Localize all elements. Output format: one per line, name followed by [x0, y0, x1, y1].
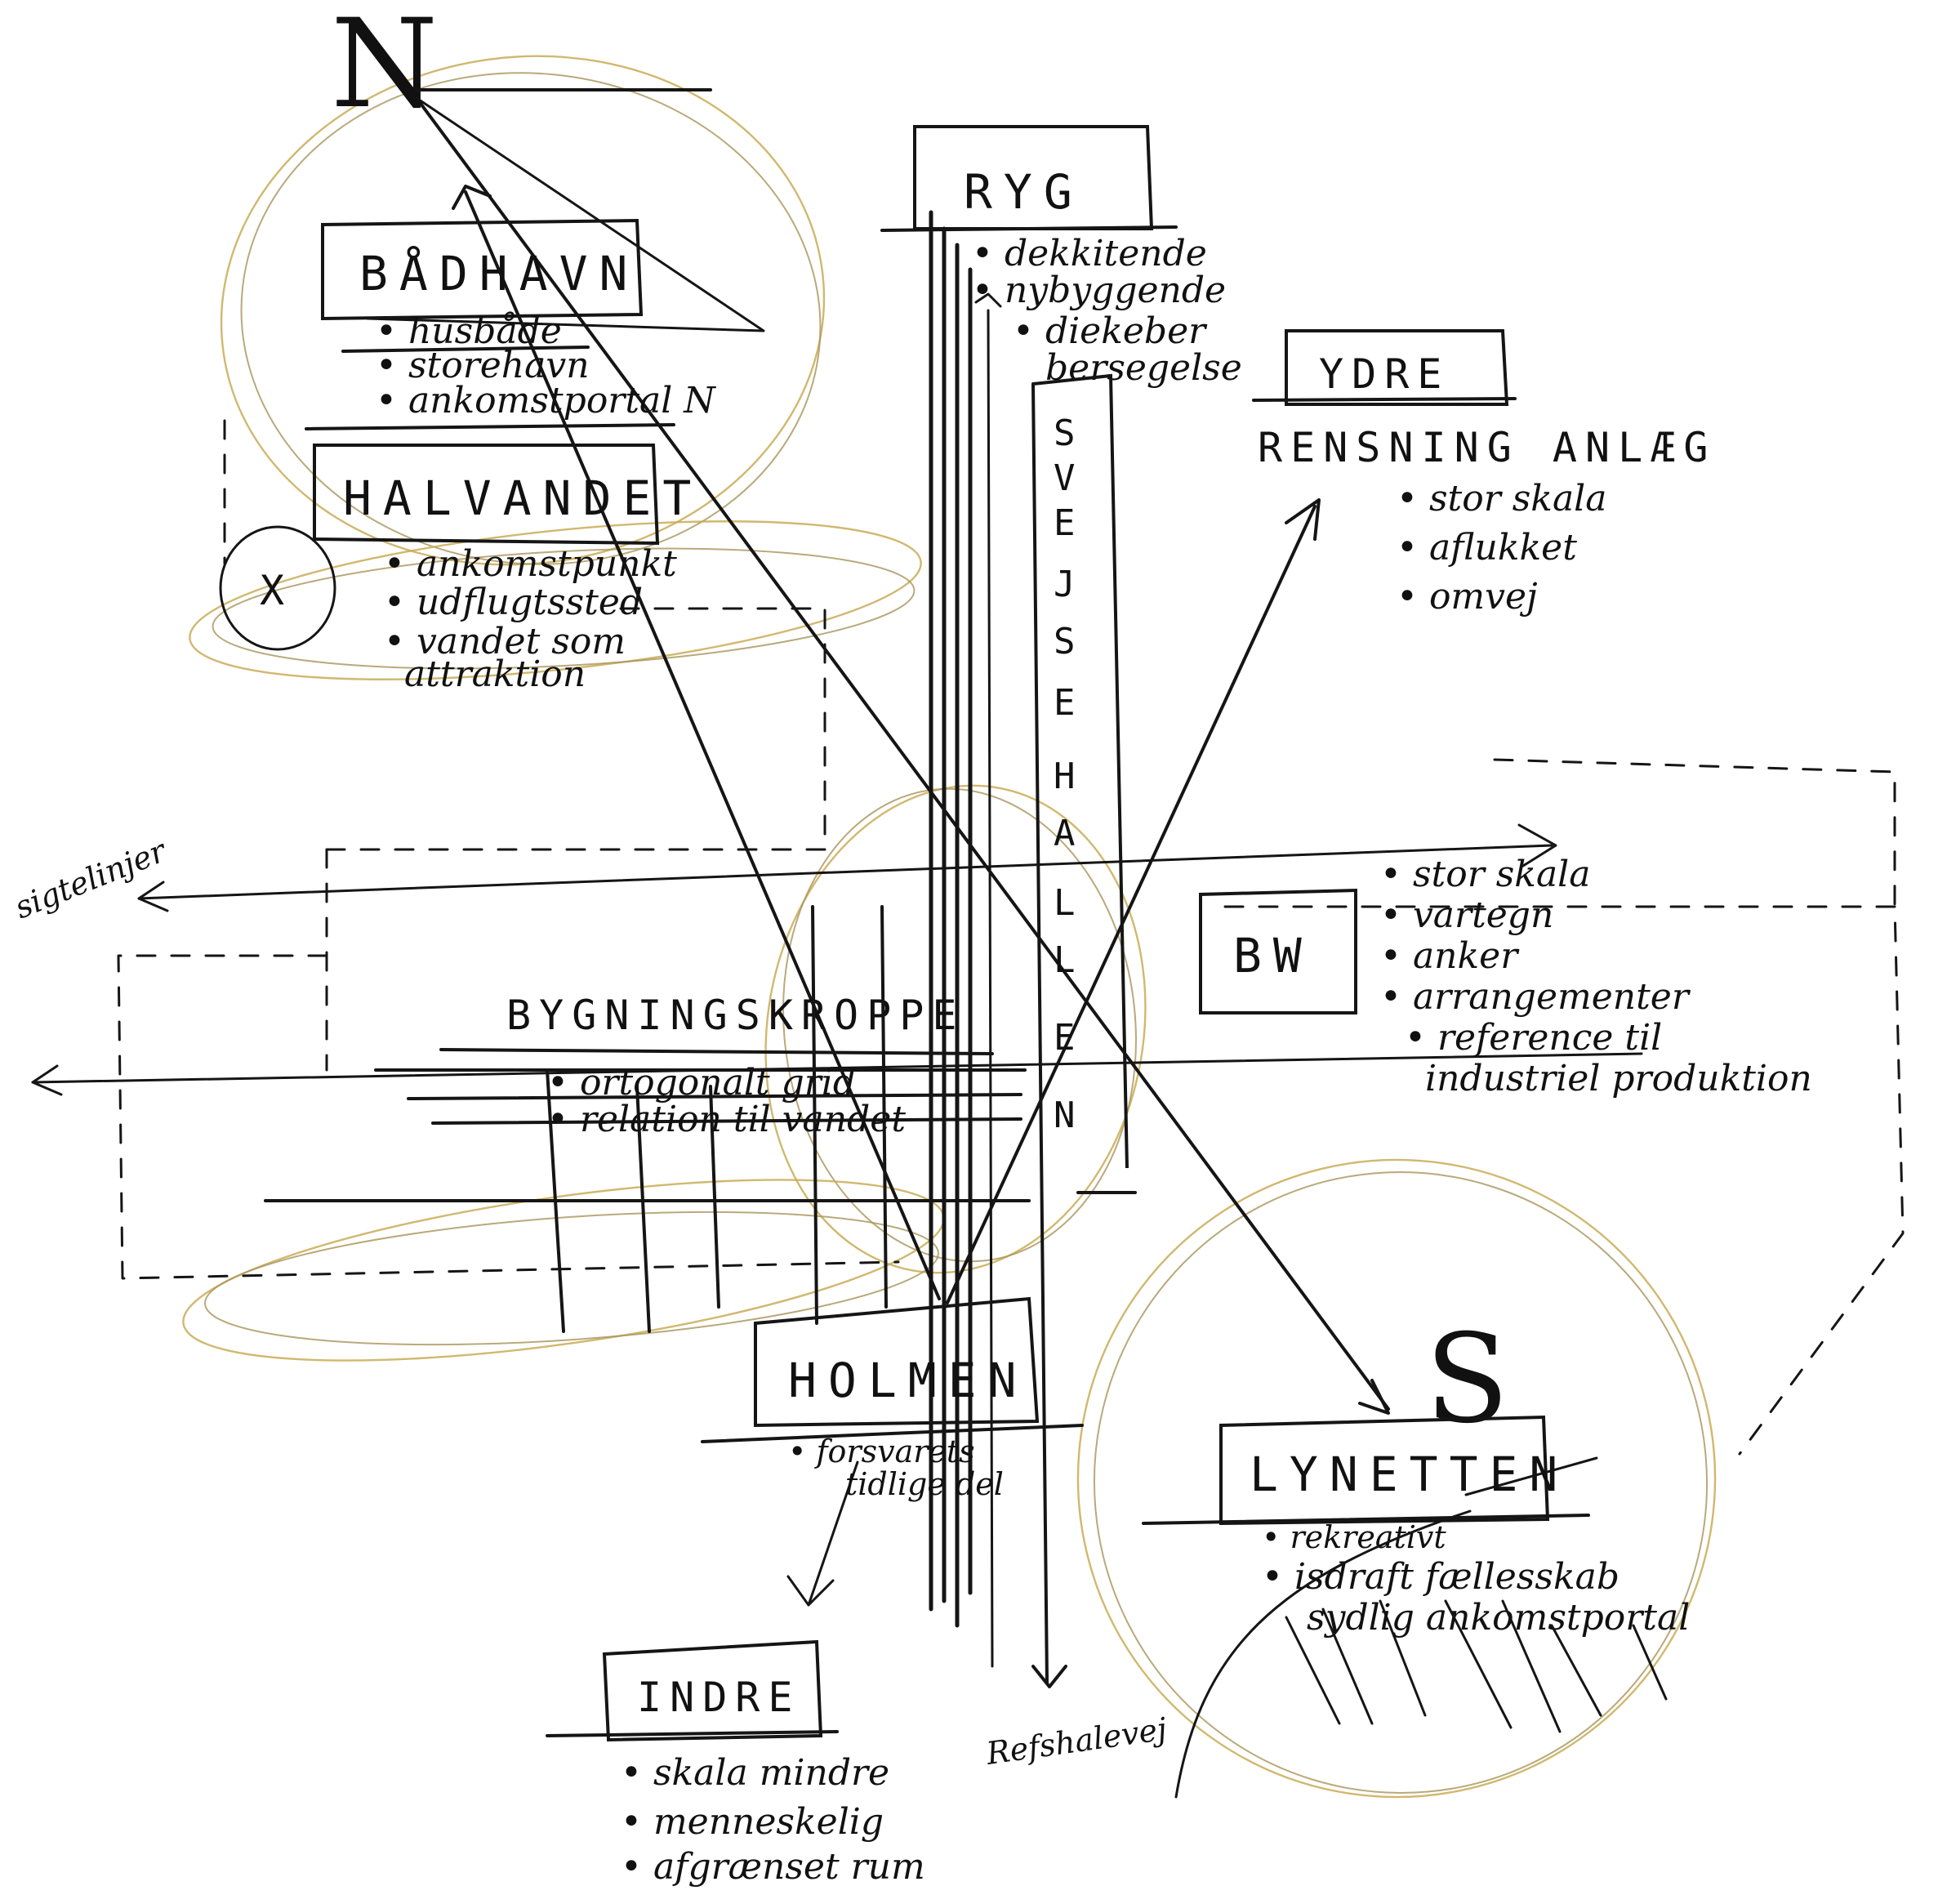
svejsehallen-letter-5: S — [1054, 621, 1076, 662]
x-marker-circle — [219, 525, 336, 651]
svejsehallen-letter-4: J — [1054, 564, 1076, 605]
bygningskroppe-note-2: • relation til vandet — [547, 1099, 906, 1140]
badhavn-note-2: • storehavn — [376, 345, 590, 386]
halvandet-note-4: attraktion — [404, 653, 586, 695]
north-label: N — [331, 0, 438, 136]
lynetten-title: LYNETTEN — [1250, 1447, 1569, 1502]
bygningskroppe-title: BYGNINGSKROPPE — [506, 992, 965, 1039]
bw-block: BW • stor skala • vartegn • anker • arra… — [1199, 854, 1812, 1099]
svejsehallen-letter-7: H — [1054, 756, 1076, 797]
ydre-block: YDRE RENSNING ANLÆG • stor skala • afluk… — [1252, 329, 1716, 618]
bw-note-1: • stor skala — [1380, 854, 1591, 895]
holmen-block: HOLMEN • forsvarets tidlige del — [701, 1296, 1084, 1502]
svejsehallen-letter-2: V — [1054, 457, 1076, 499]
bw-note-5: • reference til — [1405, 1017, 1662, 1059]
halvandet-note-1: • ankomstpunkt — [384, 543, 677, 585]
ydre-subtitle: RENSNING ANLÆG — [1258, 424, 1716, 471]
refshalevej-label: Refshalevej — [983, 1710, 1169, 1772]
sightline-arrows — [31, 96, 1643, 1688]
badhavn-title: BÅDHAVN — [359, 245, 639, 301]
north-marker: N — [331, 0, 765, 332]
svejsehallen-letter-1: S — [1054, 412, 1076, 454]
halvandet-note-2: • udflugtssted — [384, 582, 643, 623]
indre-note-3: • afgrænset rum — [621, 1846, 925, 1888]
ryg-note-1: • dekkitende — [972, 233, 1207, 274]
indre-note-1: • skala mindre — [621, 1752, 889, 1794]
x-marker-label: X — [260, 567, 292, 614]
halvandet-note-3: • vandet som — [384, 621, 626, 662]
bygningskroppe-block: BYGNINGSKROPPE • ortogonalt grid • relat… — [264, 905, 1031, 1333]
indre-note-2: • menneskelig — [621, 1801, 884, 1843]
refshalevej-hatching — [929, 210, 973, 1628]
lynetten-note-3: sydlig ankomstportal — [1307, 1597, 1690, 1639]
ryg-note-2: • nybyggende — [972, 270, 1226, 311]
ydre-note-3: • omvej — [1397, 576, 1538, 618]
indre-block: INDRE • skala mindre • menneskelig • afg… — [546, 1639, 925, 1888]
svejsehallen-letter-10: L — [1054, 939, 1076, 981]
badhavn-note-3: • ankomstportal N — [376, 380, 716, 421]
arrow-head-south — [1358, 1379, 1390, 1415]
lynetten-block: S LYNETTEN • rekreativt • isdraft fælles… — [1142, 1309, 1690, 1799]
bw-note-4: • arrangementer — [1380, 976, 1691, 1018]
svejsehallen-letter-3: E — [1054, 502, 1076, 544]
halvandet-title: HALVANDET — [343, 470, 702, 526]
ryg-block: RYG • dekkitende • nybyggende • diekeber… — [880, 125, 1242, 389]
bw-title: BW — [1233, 928, 1313, 983]
ydre-note-1: • stor skala — [1397, 478, 1607, 519]
svejsehallen-letter-12: N — [1054, 1095, 1076, 1136]
halvandet-block: HALVANDET X • ankomstpunkt • udflugtsste… — [219, 423, 702, 695]
svejsehallen-letter-9: L — [1054, 882, 1076, 924]
ryg-note-3: • diekeber — [1013, 310, 1208, 352]
holmen-note-1: • forsvarets — [788, 1434, 975, 1469]
sigtelinjer-label: sigtelinjer — [10, 832, 173, 925]
svejsehallen-letter-8: A — [1054, 813, 1076, 854]
dashed-boundaries — [117, 419, 1905, 1456]
bw-note-6: industriel produktion — [1425, 1058, 1812, 1099]
badhavn-block: BÅDHAVN • husbåde • storehavn • ankomstp… — [321, 218, 716, 421]
ydre-title: YDRE — [1319, 350, 1450, 398]
holmen-title: HOLMEN — [788, 1353, 1028, 1408]
bygningskroppe-note-1: • ortogonalt grid — [547, 1062, 856, 1104]
ryg-title: RYG — [964, 164, 1084, 220]
indre-title: INDRE — [637, 1674, 801, 1721]
south-label: S — [1425, 1309, 1509, 1451]
ryg-note-4: bersegelse — [1045, 347, 1242, 389]
holmen-note-2: tidlige del — [845, 1466, 1004, 1502]
svejsehallen-letter-6: E — [1054, 682, 1076, 724]
bw-note-2: • vartegn — [1380, 894, 1553, 936]
badhavn-note-1: • husbåde — [376, 310, 562, 352]
bw-note-3: • anker — [1380, 935, 1520, 977]
lynetten-note-2: • isdraft fællesskab — [1262, 1556, 1619, 1598]
svejsehallen-letter-11: E — [1054, 1017, 1076, 1059]
svejsehallen-block: S V E J S E H A L L E N — [1032, 373, 1137, 1194]
lynetten-note-1: • rekreativt — [1262, 1519, 1446, 1555]
ydre-note-2: • aflukket — [1397, 527, 1577, 569]
gold-pencil-circles — [182, 55, 1717, 1799]
